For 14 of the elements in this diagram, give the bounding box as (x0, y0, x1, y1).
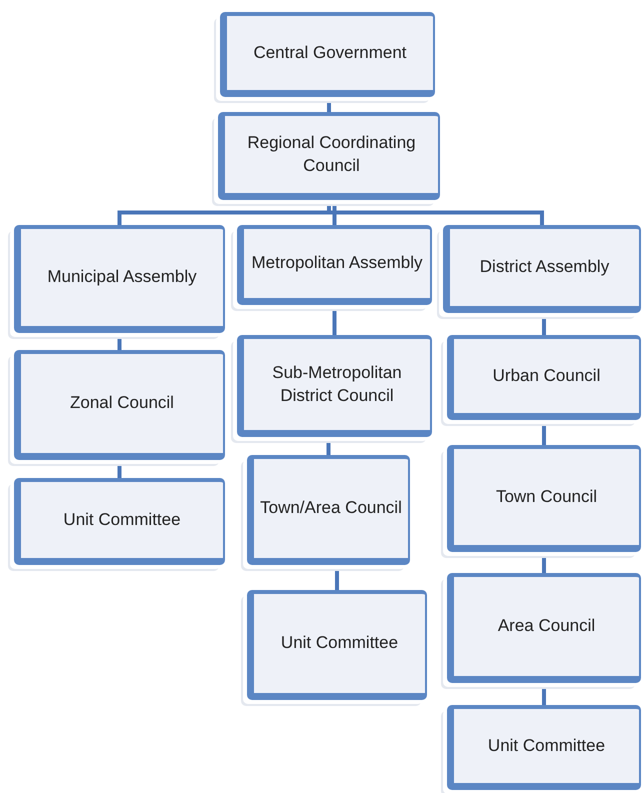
box-label: District Assembly (478, 256, 610, 278)
box-label: Metropolitan Assembly (250, 252, 424, 274)
box-label: Urban Council (492, 364, 602, 387)
box-label: Area Council (496, 615, 596, 638)
box-label: Town Council (494, 486, 598, 508)
box-label: Sub-Metropolitan District Council (271, 362, 403, 406)
box-label: Municipal Assembly (46, 266, 198, 288)
box-label: Unit Committee (486, 734, 606, 757)
box-label: Central Government (252, 42, 408, 64)
box-label: Town/Area Council (259, 497, 403, 520)
box-label: Unit Committee (280, 632, 400, 654)
box-label: Zonal Council (69, 392, 175, 414)
box-label: Regional Coordinating Council (246, 132, 417, 176)
box-label: Unit Committee (62, 508, 182, 531)
